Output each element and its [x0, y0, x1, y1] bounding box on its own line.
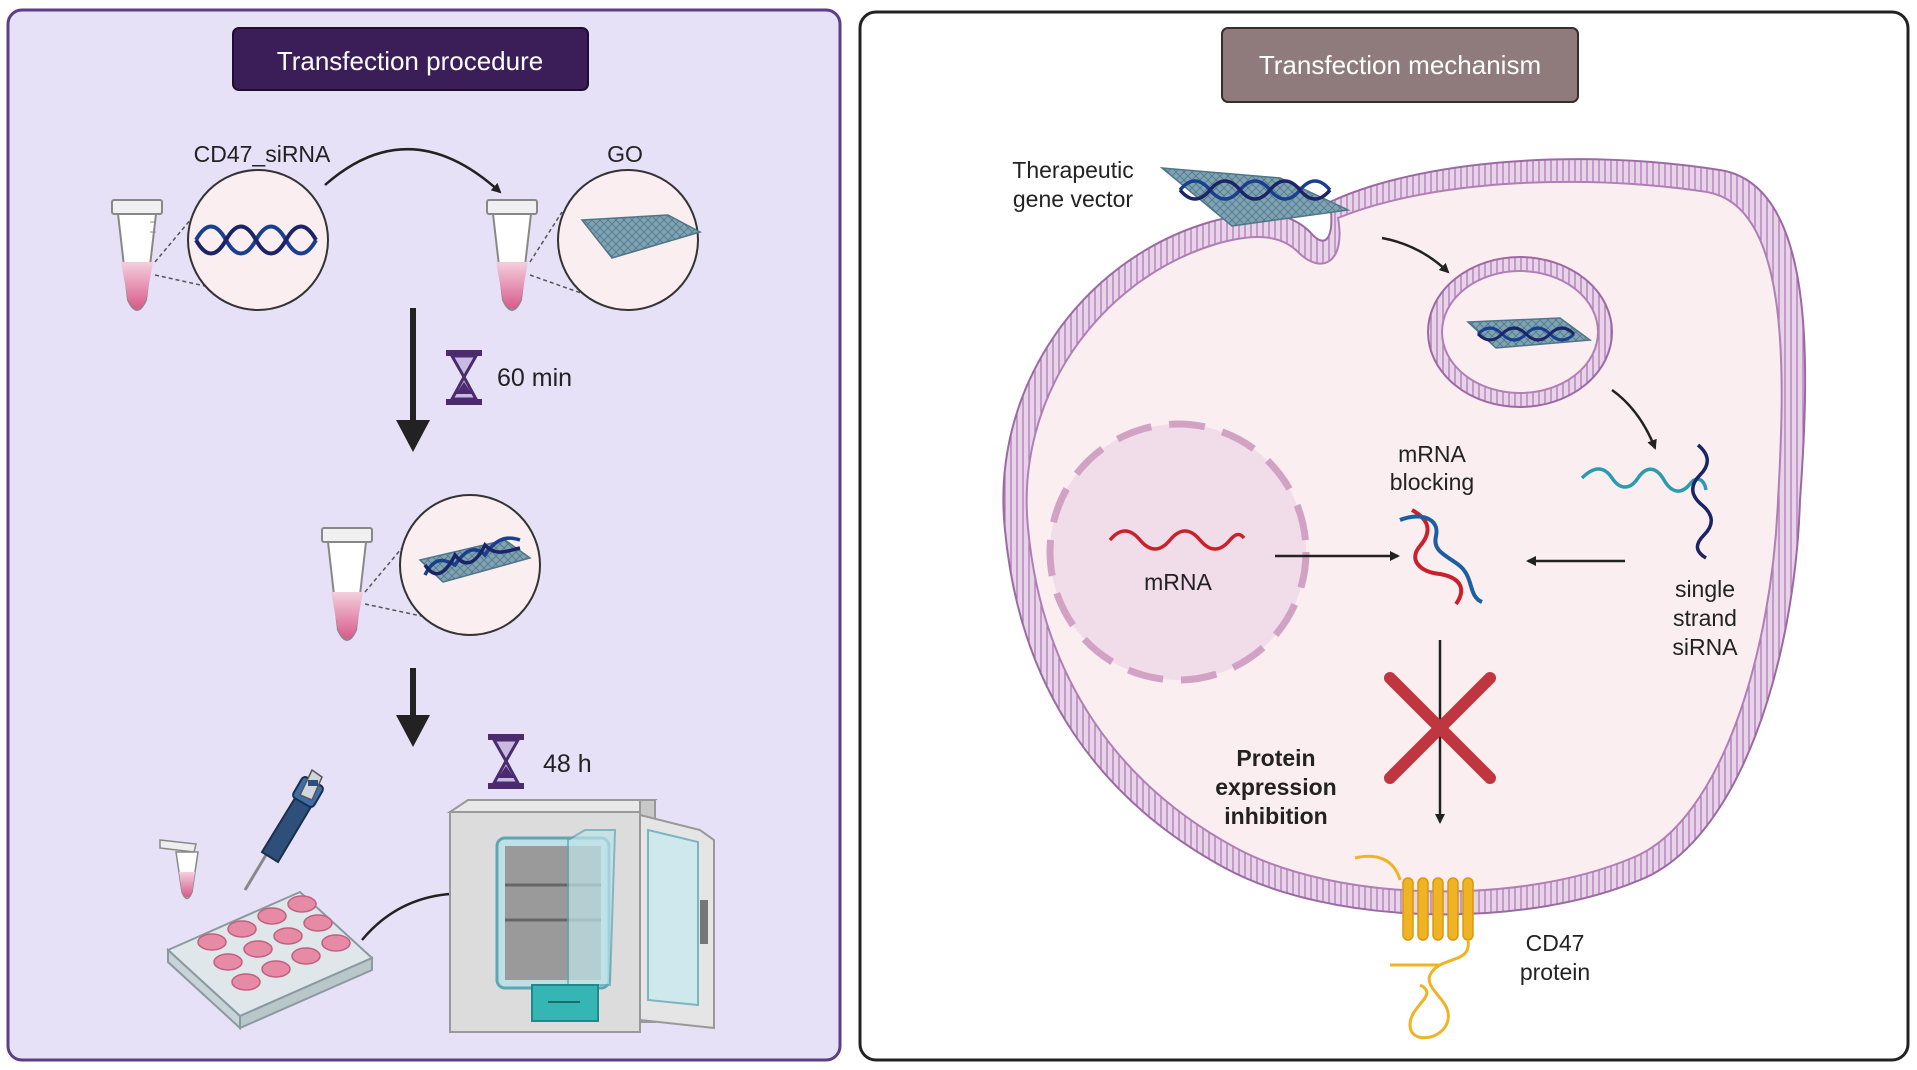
hourglass-icon — [488, 734, 524, 789]
inhibition-label-line3: inhibition — [1224, 803, 1327, 829]
inhibition-label-line1: Protein — [1236, 745, 1315, 771]
sirna-label: CD47_siRNA — [194, 141, 331, 167]
inhibition-label-line2: expression — [1215, 774, 1336, 800]
nucleus — [1046, 420, 1310, 684]
entry-arrow — [1381, 236, 1450, 274]
vector-label-line1: Therapeutic — [1012, 157, 1133, 183]
pipette-icon — [243, 768, 324, 891]
graphene-oxide-sheet-icon — [1159, 167, 1351, 227]
cd47-label-line1: CD47 — [1526, 930, 1585, 956]
dna-icon — [194, 224, 318, 256]
curved-arrow — [324, 147, 502, 194]
go-label: GO — [607, 141, 643, 167]
down-arrow-1 — [396, 308, 430, 452]
right-panel-title: Transfection mechanism — [1259, 50, 1541, 80]
tube-icon — [321, 527, 373, 641]
sirna-strand-navy — [1691, 443, 1713, 560]
left-panel-title: Transfection procedure — [277, 46, 543, 76]
dna-icon — [423, 536, 521, 576]
dna-icon — [1178, 179, 1332, 201]
sirna-tube-group: CD47_siRNA — [111, 141, 331, 311]
cross-icon — [1384, 672, 1496, 784]
left-title-box — [232, 27, 589, 91]
down-arrow-2 — [396, 668, 430, 747]
blocking-label-line2: blocking — [1390, 469, 1474, 495]
mrna-strand — [1108, 529, 1246, 551]
blocking-label-line1: mRNA — [1398, 441, 1466, 467]
sirna-label-line2: strand — [1673, 605, 1737, 631]
cd47-label-line2: protein — [1520, 959, 1590, 985]
go-tube-group: GO — [486, 141, 702, 311]
cd47-protein-icon — [1354, 854, 1474, 1040]
time-48-h: 48 h — [543, 750, 592, 778]
well-plate-icon — [166, 890, 374, 1031]
mrna-label: mRNA — [1144, 569, 1212, 595]
vector-label-line2: gene vector — [1013, 186, 1134, 212]
right-title-box — [1221, 27, 1579, 103]
sirna-strand-teal — [1580, 467, 1708, 493]
tube-icon — [111, 199, 163, 311]
graphene-oxide-sheet-icon — [580, 214, 702, 259]
mrna-sirna-duplex-icon — [1399, 508, 1484, 606]
left-panel: Transfection procedure CD47_siRNA GO — [6, 8, 842, 1062]
sirna-label-line3: siRNA — [1672, 634, 1738, 660]
complex-tube-group — [321, 494, 541, 641]
dna-icon — [1476, 326, 1576, 342]
tube-icon — [486, 199, 538, 311]
small-tube-icon — [159, 839, 199, 900]
sirna-label-line1: single — [1675, 576, 1735, 602]
release-arrow — [1611, 388, 1657, 450]
endosome — [1427, 256, 1613, 408]
time-60-min: 60 min — [497, 364, 572, 392]
hourglass-icon — [446, 350, 482, 405]
incubator-icon — [446, 799, 715, 1033]
right-panel: Transfection mechanism Therapeutic gene … — [858, 10, 1910, 1062]
